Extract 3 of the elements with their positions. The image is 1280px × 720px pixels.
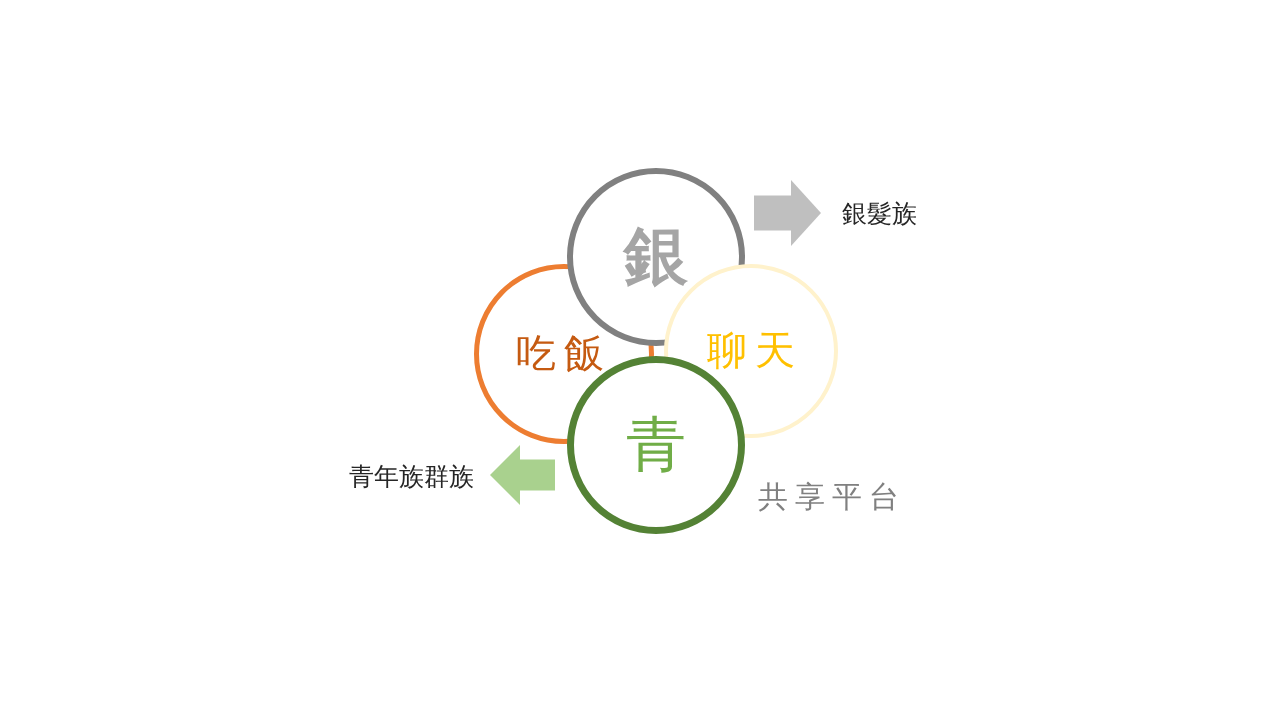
caption-text: 共享平台 xyxy=(758,482,906,512)
group-label: 銀髮族 xyxy=(842,198,917,228)
group-label: 青年族群族 xyxy=(349,461,474,491)
